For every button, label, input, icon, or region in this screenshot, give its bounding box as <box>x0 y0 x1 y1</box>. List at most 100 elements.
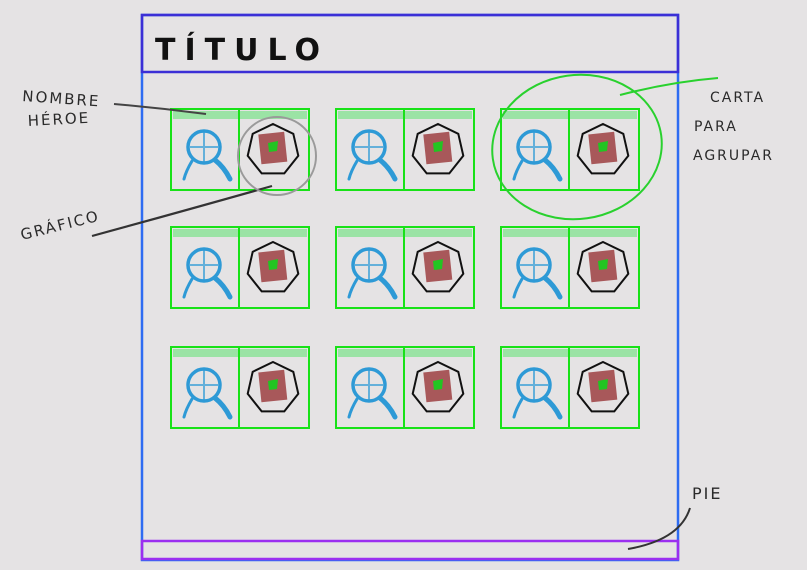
heptagon-gem-icon <box>576 122 630 175</box>
annotation-card-group-pointer <box>619 77 719 96</box>
hero-card <box>335 346 475 429</box>
header-box <box>140 13 680 74</box>
graphic-gem <box>268 379 278 390</box>
graphic-gem <box>598 379 608 390</box>
annotation-card-group: CARTA PARA AGRUPAR <box>491 73 774 221</box>
hero-magnifier-icon <box>182 367 233 420</box>
graphic-heptagon <box>576 360 630 413</box>
hero-icon-arm <box>347 159 359 181</box>
hero-icon-ring <box>516 247 552 283</box>
hero-magnifier-icon <box>512 367 563 420</box>
page-title: TÍTULO <box>155 32 329 68</box>
graphic-heptagon <box>411 122 465 175</box>
hero-icon-handle <box>212 275 233 300</box>
hero-card <box>170 346 310 429</box>
hero-magnifier-icon <box>182 129 233 182</box>
hero-magnifier-icon <box>512 129 563 182</box>
annotation-footer: PIE <box>627 484 722 550</box>
heptagon-gem-icon <box>411 360 465 413</box>
heptagon-gem-icon <box>576 360 630 413</box>
hero-card <box>170 108 310 191</box>
hero-icon-handle <box>377 395 398 420</box>
graphic-gem <box>268 259 278 270</box>
hero-magnifier-icon <box>182 247 233 300</box>
hero-icon-ring <box>186 367 222 403</box>
graphic-heptagon <box>411 240 465 293</box>
hero-icon-ring <box>351 247 387 283</box>
card-grid <box>170 108 640 429</box>
graphic-gem <box>598 141 608 152</box>
heptagon-gem-icon <box>246 360 300 413</box>
heptagon-gem-icon <box>246 122 300 175</box>
hero-icon-cross <box>355 250 383 280</box>
annotation-graphic-pointer <box>91 184 273 238</box>
hero-card <box>500 346 640 429</box>
hero-icon-handle <box>377 275 398 300</box>
hero-icon-handle <box>542 395 563 420</box>
annotation-card-group-circle <box>491 73 663 221</box>
annotation-footer-pointer <box>627 507 691 550</box>
graphic-heptagon <box>576 240 630 293</box>
hero-card <box>500 226 640 309</box>
annotation-card-group-line3: AGRUPAR <box>693 148 774 164</box>
heptagon-gem-icon <box>411 122 465 175</box>
hero-card <box>500 108 640 191</box>
hero-icon-ring <box>186 247 222 283</box>
hero-icon-cross <box>355 132 383 162</box>
hero-icon-handle <box>542 157 563 182</box>
graphic-heptagon <box>576 122 630 175</box>
annotation-card-group-line1: CARTA <box>710 90 765 106</box>
hero-card <box>335 108 475 191</box>
annotation-graphic-circle <box>237 116 317 196</box>
hero-icon-handle <box>377 157 398 182</box>
hero-icon-ring <box>351 367 387 403</box>
graphic-gem <box>433 141 443 152</box>
hero-icon-cross <box>520 132 548 162</box>
annotation-hero-name-pointer <box>113 103 207 115</box>
hero-icon-handle <box>542 275 563 300</box>
hero-icon-ring <box>516 129 552 165</box>
footer-bar <box>140 539 680 561</box>
hero-icon-ring <box>516 367 552 403</box>
heptagon-gem-icon <box>246 240 300 293</box>
hero-magnifier-icon <box>512 247 563 300</box>
graphic-heptagon <box>246 360 300 413</box>
graphic-heptagon <box>411 360 465 413</box>
hero-icon-arm <box>512 159 524 181</box>
hero-icon-handle <box>212 395 233 420</box>
graphic-gem <box>433 259 443 270</box>
hero-icon-cross <box>520 250 548 280</box>
hero-magnifier-icon <box>347 367 398 420</box>
annotation-hero-name-line1: NOMBRE <box>22 87 101 110</box>
hero-card <box>335 226 475 309</box>
hero-icon-arm <box>347 397 359 419</box>
hero-icon-arm <box>512 397 524 419</box>
hero-icon-arm <box>347 277 359 299</box>
hero-icon-cross <box>190 250 218 280</box>
hero-icon-ring <box>351 129 387 165</box>
hero-magnifier-icon <box>347 247 398 300</box>
hero-icon-arm <box>512 277 524 299</box>
hero-icon-arm <box>182 159 194 181</box>
graphic-heptagon <box>246 122 300 175</box>
hero-icon-cross <box>520 370 548 400</box>
hero-icon-ring <box>186 129 222 165</box>
hero-icon-cross <box>190 370 218 400</box>
graphic-gem <box>598 259 608 270</box>
hero-icon-handle <box>212 157 233 182</box>
annotation-hero-name: NOMBRE HÉROE <box>22 87 207 130</box>
hero-card <box>170 226 310 309</box>
graphic-gem <box>268 141 278 152</box>
hero-icon-cross <box>190 132 218 162</box>
annotation-graphic-label: GRÁFICO <box>18 206 101 244</box>
annotation-card-group-line2: PARA <box>694 119 738 135</box>
annotation-hero-name-line2: HÉROE <box>27 108 90 130</box>
hero-icon-arm <box>182 277 194 299</box>
heptagon-gem-icon <box>576 240 630 293</box>
graphic-heptagon <box>246 240 300 293</box>
hero-magnifier-icon <box>347 129 398 182</box>
graphic-gem <box>433 379 443 390</box>
hero-icon-cross <box>355 370 383 400</box>
annotation-footer-label: PIE <box>692 484 722 503</box>
